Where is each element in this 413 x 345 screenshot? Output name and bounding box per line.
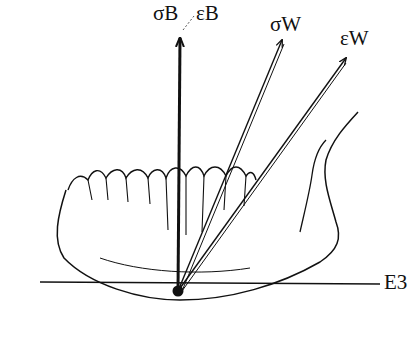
vector-arrow: [178, 40, 282, 291]
vector-arrow: [178, 38, 180, 291]
vector-arrow-line: [182, 44, 284, 291]
origin-dot: [173, 286, 184, 297]
vector-label: E3: [384, 272, 407, 293]
vector-label: εB: [196, 3, 219, 24]
axis-line: [40, 282, 380, 284]
ramus-line: [300, 140, 326, 232]
vector-label: εW: [340, 28, 369, 49]
dashed-line: [183, 16, 194, 30]
vector-arrow: [178, 58, 346, 291]
vector-label: σB: [153, 3, 178, 24]
jaw-inner-line: [100, 258, 250, 272]
vector-label: σW: [270, 14, 301, 35]
jaw-outline: [57, 112, 358, 300]
vector-arrow-line: [182, 63, 346, 291]
